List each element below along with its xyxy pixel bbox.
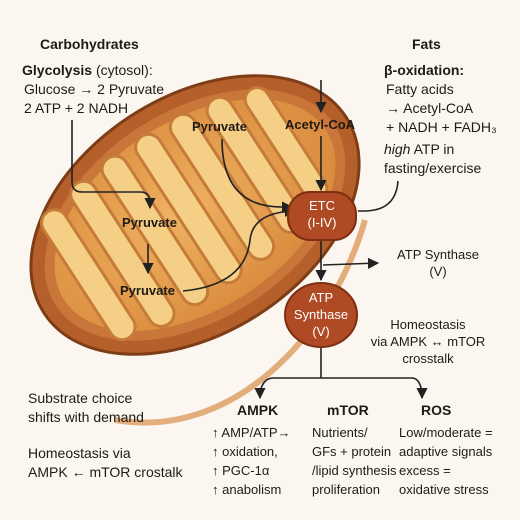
atp-synthase-node — [284, 282, 358, 348]
mtor-heading: mTOR — [327, 402, 369, 418]
atp-synthase-outside-line-1: ATP Synthase — [397, 247, 479, 262]
fats-line-1: Fatty acids — [386, 81, 454, 97]
ros-item: excess = — [399, 463, 451, 478]
arrow-glycolysis-to-pyruvate — [71, 120, 156, 210]
glycolysis-yield: 2 ATP + 2 NADH — [24, 100, 129, 116]
ros-item: oxidative stress — [399, 482, 489, 497]
atp-synthase-node-line-3: (V) — [312, 324, 330, 339]
arrow-to-ampk — [254, 377, 273, 400]
carbohydrates-heading: Carbohydrates — [40, 36, 139, 52]
glycolysis-equation: Glucose → 2 Pyruvate — [24, 81, 165, 97]
ros-heading: ROS — [421, 402, 452, 418]
ampk-item: ↑ anabolism — [212, 482, 282, 497]
mitochondrion — [29, 74, 368, 426]
fats-high-emphasis: high — [384, 141, 411, 157]
fats-line-4: high ATP in — [384, 141, 454, 157]
mtor-item: proliferation — [312, 482, 380, 497]
homeostasis-right-line-2: via AMPK ↔ mTOR — [370, 334, 486, 349]
etc-label: ETC — [309, 198, 335, 213]
atp-synthase-node-line-2: Synthase — [293, 307, 349, 322]
ampk-item: ↑ PGC-1α — [212, 463, 270, 478]
fats-heading: Fats — [412, 36, 441, 52]
substrate-note-line-2: shifts with demand — [28, 409, 144, 425]
arrow-fats-to-etc — [358, 180, 399, 212]
arrow-to-ros — [412, 377, 428, 400]
substrate-note-line-1: Substrate choice — [28, 390, 133, 406]
arrow-to-atp-synthase-outside — [322, 257, 380, 269]
atp-synthase-outside-line-2: (V) — [429, 264, 447, 279]
glycolysis-title: Glycolysis — [22, 62, 93, 78]
cristae — [40, 86, 329, 342]
mtor-item: Nutrients/ — [312, 425, 368, 440]
mito-highlight — [114, 219, 368, 426]
fats-line-5: fasting/exercise — [384, 160, 482, 176]
arrow-pyruvate-to-etc — [182, 205, 297, 292]
ampk-heading: AMPK — [237, 402, 279, 418]
pyruvate-label-middle: Pyruvate — [122, 215, 177, 230]
homeostasis-left-line-2: AMPK ← mTOR crostalk — [28, 464, 183, 480]
arrow-pyruvate-top-to-etc — [221, 138, 294, 213]
homeostasis-right-line-3: crosstalk — [402, 351, 454, 366]
ampk-item: ↑ AMP/ATP→ — [212, 425, 291, 440]
fats-line-2: → Acetyl-CoA — [386, 100, 474, 116]
atp-synthase-node-line-1: ATP — [308, 290, 334, 305]
ros-item: adaptive signals — [399, 444, 493, 459]
fats-line-3: + NADH + FADH₃ — [386, 119, 497, 135]
arrows — [71, 80, 428, 400]
etc-complexes-label: (I-IV) — [307, 215, 337, 230]
ros-item: Low/moderate = — [399, 425, 493, 440]
mtor-item: /lipid synthesis — [312, 463, 397, 478]
fats-atp-in: ATP in — [413, 141, 455, 157]
mtor-item: GFs + protein — [312, 444, 392, 459]
pyruvate-label-top: Pyruvate — [192, 119, 247, 134]
ampk-item: ↑ oxidation, — [212, 444, 278, 459]
glycolysis-location: (cytosol): — [95, 62, 153, 78]
acetyl-coa-label: Acetyl-CoA — [285, 117, 356, 132]
beta-oxidation-title: β-oxidation: — [384, 62, 465, 78]
etc-node — [287, 191, 357, 241]
glycolysis-title-line: Glycolysis (cytosol): — [22, 62, 153, 78]
homeostasis-right-line-1: Homeostasis — [390, 317, 466, 332]
homeostasis-left-line-1: Homeostasis via — [28, 445, 131, 461]
pyruvate-label-bottom: Pyruvate — [120, 283, 175, 298]
